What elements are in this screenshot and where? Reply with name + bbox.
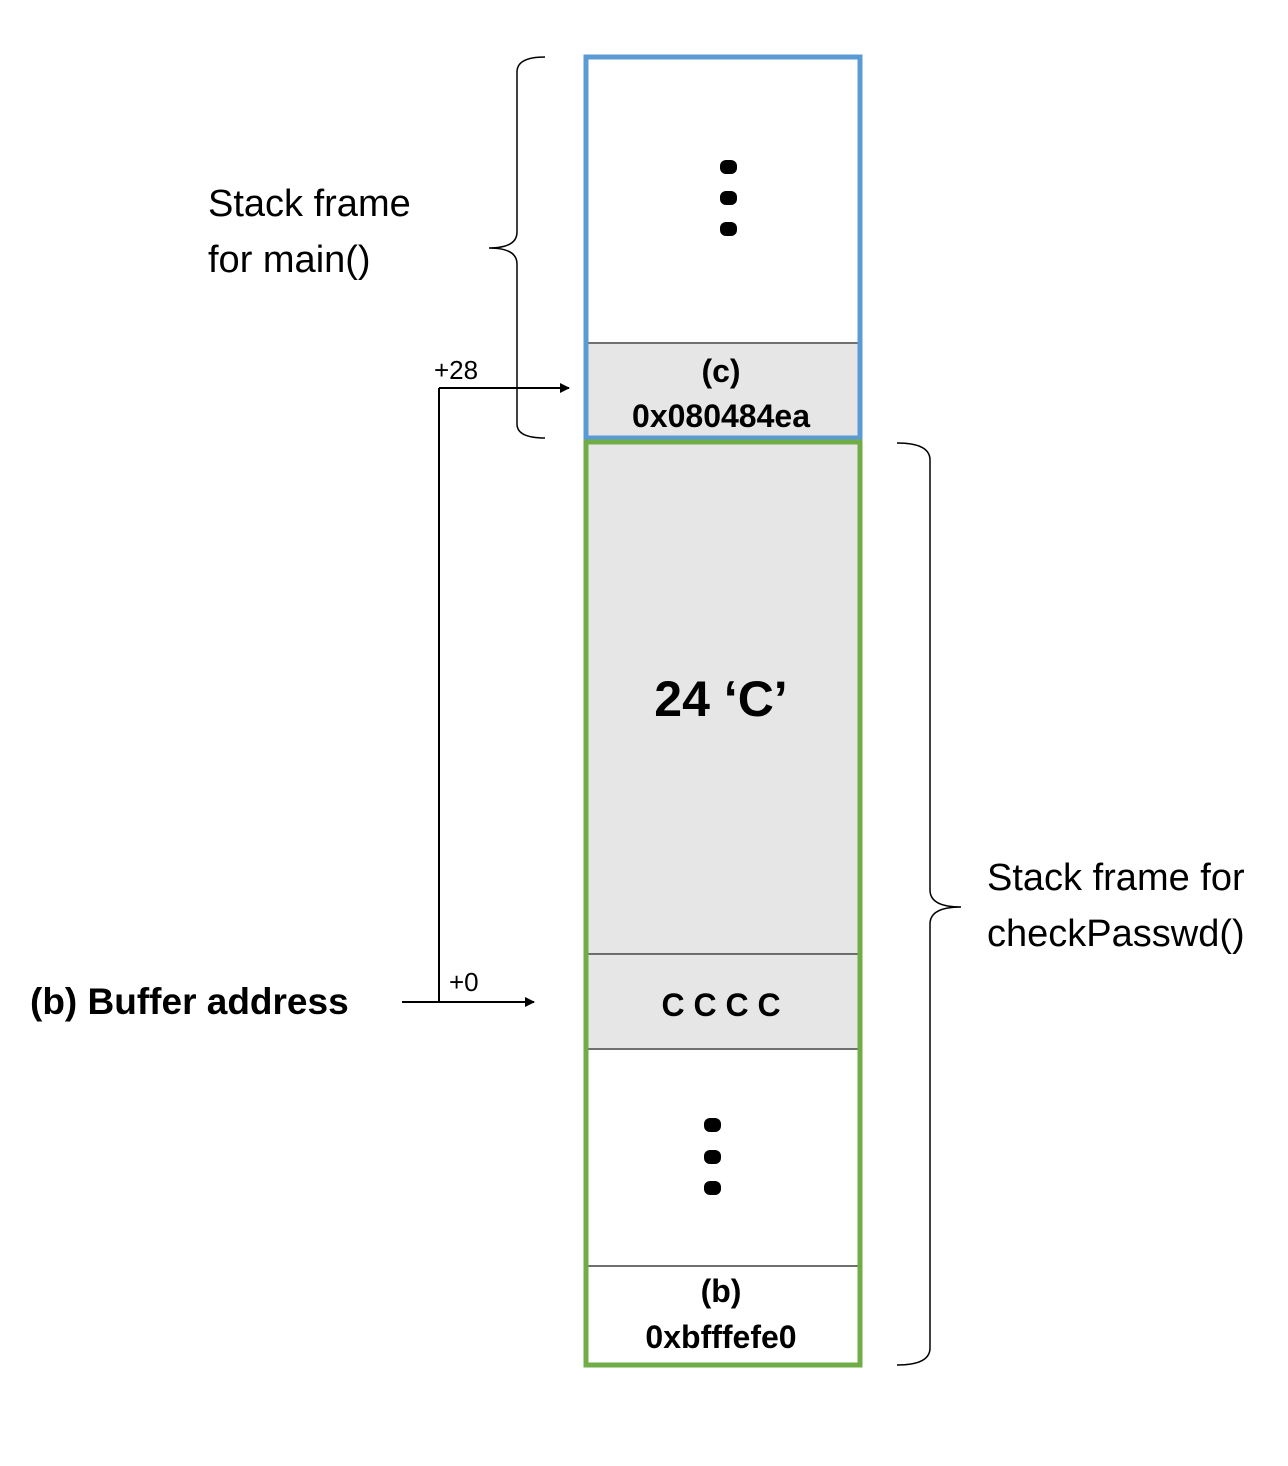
main-frame-border: [583, 54, 863, 441]
buffer-fill-cell: [587, 444, 859, 954]
checkpasswd-ellipsis-icon: [704, 1118, 721, 1195]
main-frame-brace: [488, 56, 546, 439]
checkpasswd-stack-frame: 24 ‘C’ C C C C (b) 0xbfffefe0: [583, 439, 863, 1368]
checkpasswd-frame-label-line2: checkPasswd(): [987, 913, 1245, 955]
return-address-tag: (c): [701, 353, 740, 389]
return-offset-label: +28: [434, 355, 478, 385]
checkpasswd-frame-border: [583, 439, 863, 1368]
checkpasswd-frame-label-line1: Stack frame for: [987, 857, 1245, 899]
return-address-cell: [587, 344, 859, 438]
buffer-start-cell: [587, 955, 859, 1048]
offset-arrows: [402, 383, 570, 1007]
checkpasswd-frame-brace: [896, 442, 962, 1366]
main-frame-label-line1: Stack frame: [208, 183, 411, 225]
main-stack-frame: (c) 0x080484ea: [583, 54, 863, 441]
bottom-cell-tag: (b): [701, 1273, 742, 1309]
return-address-value: 0x080484ea: [632, 398, 810, 434]
main-frame-label-line2: for main(): [208, 239, 371, 281]
buffer-start-label: C C C C: [661, 987, 780, 1023]
main-frame-ellipsis-icon: [720, 160, 737, 236]
bottom-cell-value: 0xbfffefe0: [645, 1319, 796, 1355]
buffer-fill-label: 24 ‘C’: [654, 671, 787, 727]
buffer-address-label: (b) Buffer address: [30, 981, 349, 1022]
start-offset-label: +0: [449, 967, 479, 997]
